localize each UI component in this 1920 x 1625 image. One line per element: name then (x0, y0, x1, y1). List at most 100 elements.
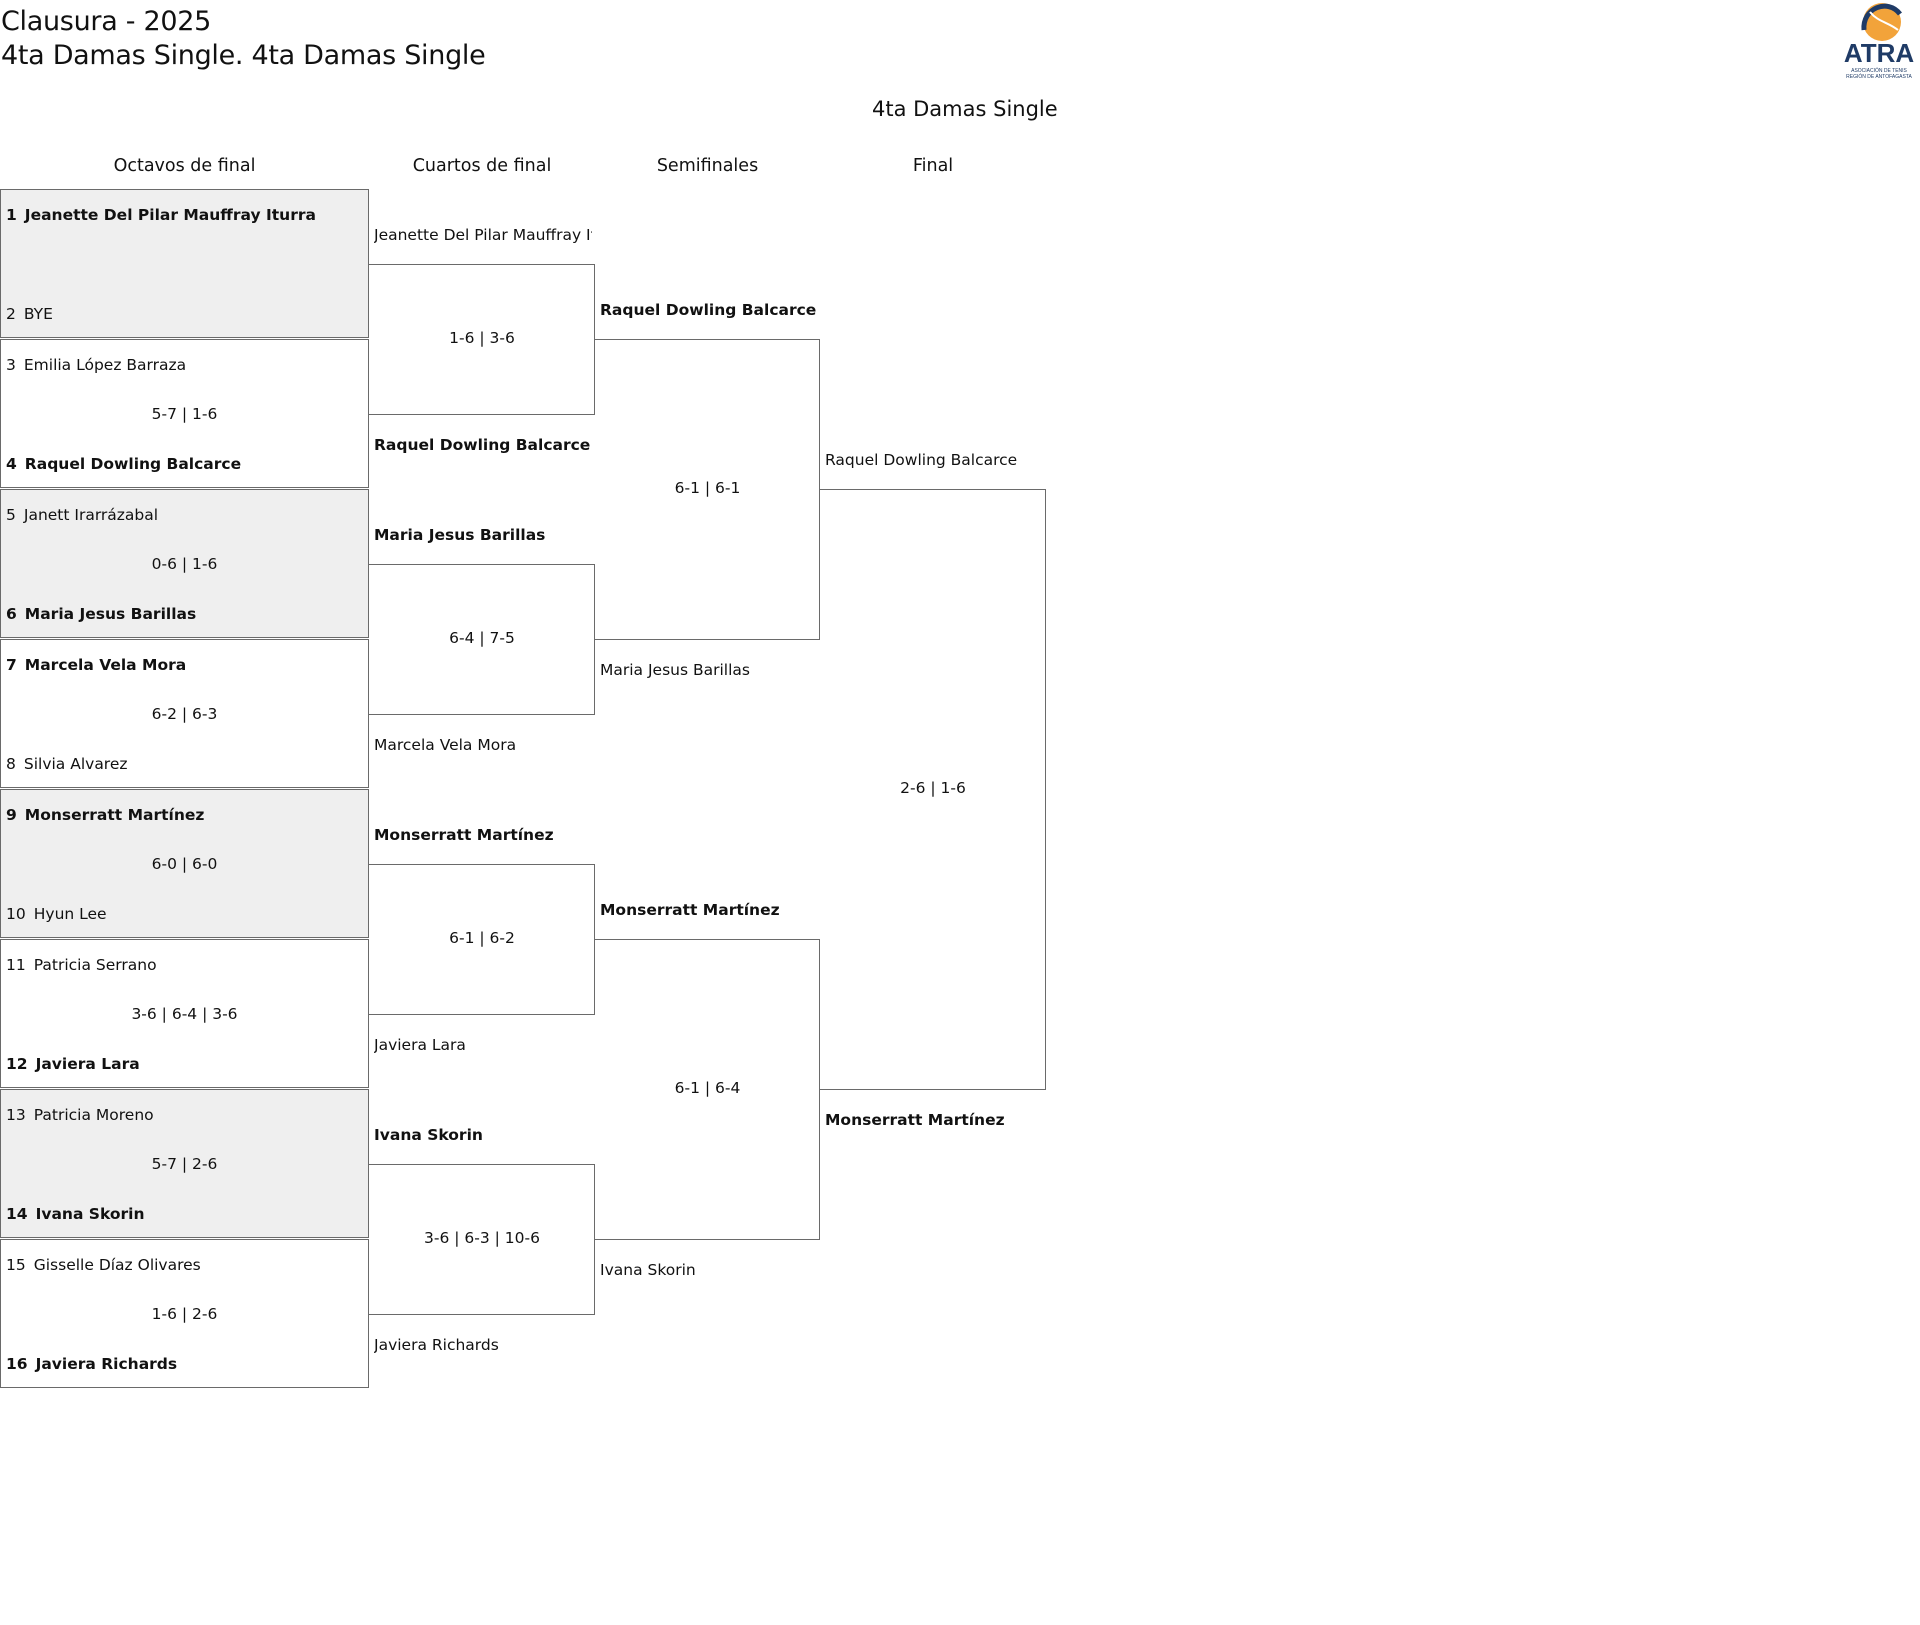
qf-player-name: Javiera Lara (374, 1036, 466, 1054)
player-entry: 14 Ivana Skorin (6, 1205, 145, 1223)
player-name: Hyun Lee (33, 905, 107, 923)
r16-match[interactable]: 1 Jeanette Del Pilar Mauffray Iturra 2 BYE (0, 189, 369, 338)
player-name: Janett Irarrázabal (23, 506, 159, 524)
draw-position: 3 (6, 356, 16, 374)
match-score: 6-0 | 6-0 (151, 855, 218, 873)
match-score: 5-7 | 2-6 (151, 1155, 218, 1173)
player-name: BYE (23, 305, 53, 323)
draw-position: 6 (6, 605, 17, 623)
qf-match-score: 1-6 | 3-6 (449, 329, 515, 347)
player-entry: 7 Marcela Vela Mora (6, 656, 186, 674)
player-name: Maria Jesus Barillas (24, 605, 197, 623)
draw-position: 7 (6, 656, 17, 674)
r16-match[interactable]: 11 Patricia Serrano 12 Javiera Lara 3-6 | 6-… (0, 939, 369, 1088)
match-score: 3-6 | 6-4 | 3-6 (131, 1005, 238, 1023)
category-title: 4ta Damas Single. 4ta Damas Single (1, 40, 486, 71)
logo-subtext-1: ASOCIACIÓN DE TENIS (1851, 67, 1907, 74)
match-score: 0-6 | 1-6 (151, 555, 218, 573)
qf-player-name: Javiera Richards (374, 1336, 499, 1354)
sf-player-name: Maria Jesus Barillas (600, 661, 750, 679)
player-name: Raquel Dowling Balcarce (24, 455, 242, 473)
r16-match[interactable]: 3 Emilia López Barraza 4 Raquel Dowling Bal… (0, 339, 369, 488)
qf-player-name: Jeanette Del Pilar Mauffray Iturra (374, 226, 592, 244)
logo-text: ATRA (1844, 38, 1915, 68)
match-score: 6-2 | 6-3 (151, 705, 218, 723)
player-name: Javiera Richards (35, 1355, 178, 1373)
qf-player-name: Ivana Skorin (374, 1126, 483, 1144)
r16-match[interactable]: 7 Marcela Vela Mora 8 Silvia Alvarez 6-2 | 6… (0, 639, 369, 788)
r16-match[interactable]: 5 Janett Irarrázabal 6 Maria Jesus Barillas… (0, 489, 369, 638)
player-name: Emilia López Barraza (23, 356, 187, 374)
player-name: Jeanette Del Pilar Mauffray Iturra (24, 206, 316, 224)
sf-player-name: Ivana Skorin (600, 1261, 696, 1279)
player-entry: 6 Maria Jesus Barillas (6, 605, 196, 623)
sf-match-connector (595, 339, 820, 640)
final-player-name: Raquel Dowling Balcarce (825, 451, 1018, 469)
draw-position: 13 (6, 1106, 26, 1124)
player-entry: 8 Silvia Alvarez (6, 755, 128, 773)
qf-match-connector (369, 1164, 595, 1315)
sf-match-score: 6-1 | 6-4 (674, 1079, 741, 1097)
draw-position: 1 (6, 206, 17, 224)
final-player-name: Monserratt Martínez (825, 1111, 1005, 1129)
player-name: Ivana Skorin (35, 1205, 145, 1223)
player-name: Javiera Lara (35, 1055, 140, 1073)
player-name: Gisselle Díaz Olivares (33, 1256, 201, 1274)
player-entry: 16 Javiera Richards (6, 1355, 177, 1373)
draw-position: 2 (6, 305, 16, 323)
round-header-qf: Cuartos de final (412, 156, 552, 176)
qf-player-name: Monserratt Martínez (374, 826, 554, 844)
r16-match[interactable]: 9 Monserratt Martínez 10 Hyun Lee 6-0 | 6-0 (0, 789, 369, 938)
final-match-connector (820, 489, 1046, 1090)
qf-match-score: 3-6 | 6-3 | 10-6 (424, 1229, 540, 1247)
sf-match-score: 6-1 | 6-1 (674, 479, 741, 497)
draw-position: 12 (6, 1055, 28, 1073)
player-entry: 11 Patricia Serrano (6, 956, 157, 974)
player-entry: 1 Jeanette Del Pilar Mauffray Iturra (6, 206, 316, 224)
qf-player-name: Maria Jesus Barillas (374, 526, 546, 544)
draw-title: 4ta Damas Single (872, 97, 1058, 121)
qf-player-name: Marcela Vela Mora (374, 736, 517, 754)
player-name: Silvia Alvarez (23, 755, 128, 773)
player-entry: 5 Janett Irarrázabal (6, 506, 158, 524)
player-entry: 10 Hyun Lee (6, 905, 107, 923)
player-entry: 13 Patricia Moreno (6, 1106, 154, 1124)
player-entry: 15 Gisselle Díaz Olivares (6, 1256, 201, 1274)
player-name: Patricia Moreno (33, 1106, 154, 1124)
round-header-r16: Octavos de final (113, 156, 256, 176)
player-entry: 2 BYE (6, 305, 53, 323)
qf-player-name: Raquel Dowling Balcarce (374, 436, 591, 454)
sf-player-name: Raquel Dowling Balcarce (600, 301, 817, 319)
match-score: 1-6 | 2-6 (151, 1305, 218, 1323)
tournament-title: Clausura - 2025 (1, 6, 211, 37)
final-match-score: 2-6 | 1-6 (900, 779, 966, 797)
player-entry: 3 Emilia López Barraza (6, 356, 186, 374)
player-name: Marcela Vela Mora (24, 656, 187, 674)
draw-position: 16 (6, 1355, 28, 1373)
draw-position: 10 (6, 905, 26, 923)
qf-match-connector (369, 564, 595, 715)
player-name: Patricia Serrano (33, 956, 157, 974)
draw-position: 9 (6, 806, 17, 824)
atra-logo: ATRA ASOCIACIÓN DE TENIS REGIÓN DE ANTOF… (1844, 3, 1915, 80)
player-name: Monserratt Martínez (24, 806, 205, 824)
qf-match-score: 6-4 | 7-5 (449, 629, 515, 647)
sf-player-name: Monserratt Martínez (600, 901, 780, 919)
draw-position: 14 (6, 1205, 28, 1223)
match-score: 5-7 | 1-6 (151, 405, 218, 423)
qf-match-connector (369, 864, 595, 1015)
draw-position: 11 (6, 956, 26, 974)
player-entry: 4 Raquel Dowling Balcarce (6, 455, 241, 473)
draw-position: 4 (6, 455, 17, 473)
round-header-final: Final (912, 156, 954, 176)
draw-position: 5 (6, 506, 16, 524)
draw-position: 15 (6, 1256, 26, 1274)
qf-match-connector (369, 264, 595, 415)
logo-subtext-2: REGIÓN DE ANTOFAGASTA (1846, 73, 1912, 80)
r16-match[interactable]: 15 Gisselle Díaz Olivares 16 Javiera Richar… (0, 1239, 369, 1388)
draw-position: 8 (6, 755, 16, 773)
sf-match-connector (595, 939, 820, 1240)
player-entry: 12 Javiera Lara (6, 1055, 140, 1073)
r16-match[interactable]: 13 Patricia Moreno 14 Ivana Skorin 5-7 | 2-6 (0, 1089, 369, 1238)
player-entry: 9 Monserratt Martínez (6, 806, 204, 824)
